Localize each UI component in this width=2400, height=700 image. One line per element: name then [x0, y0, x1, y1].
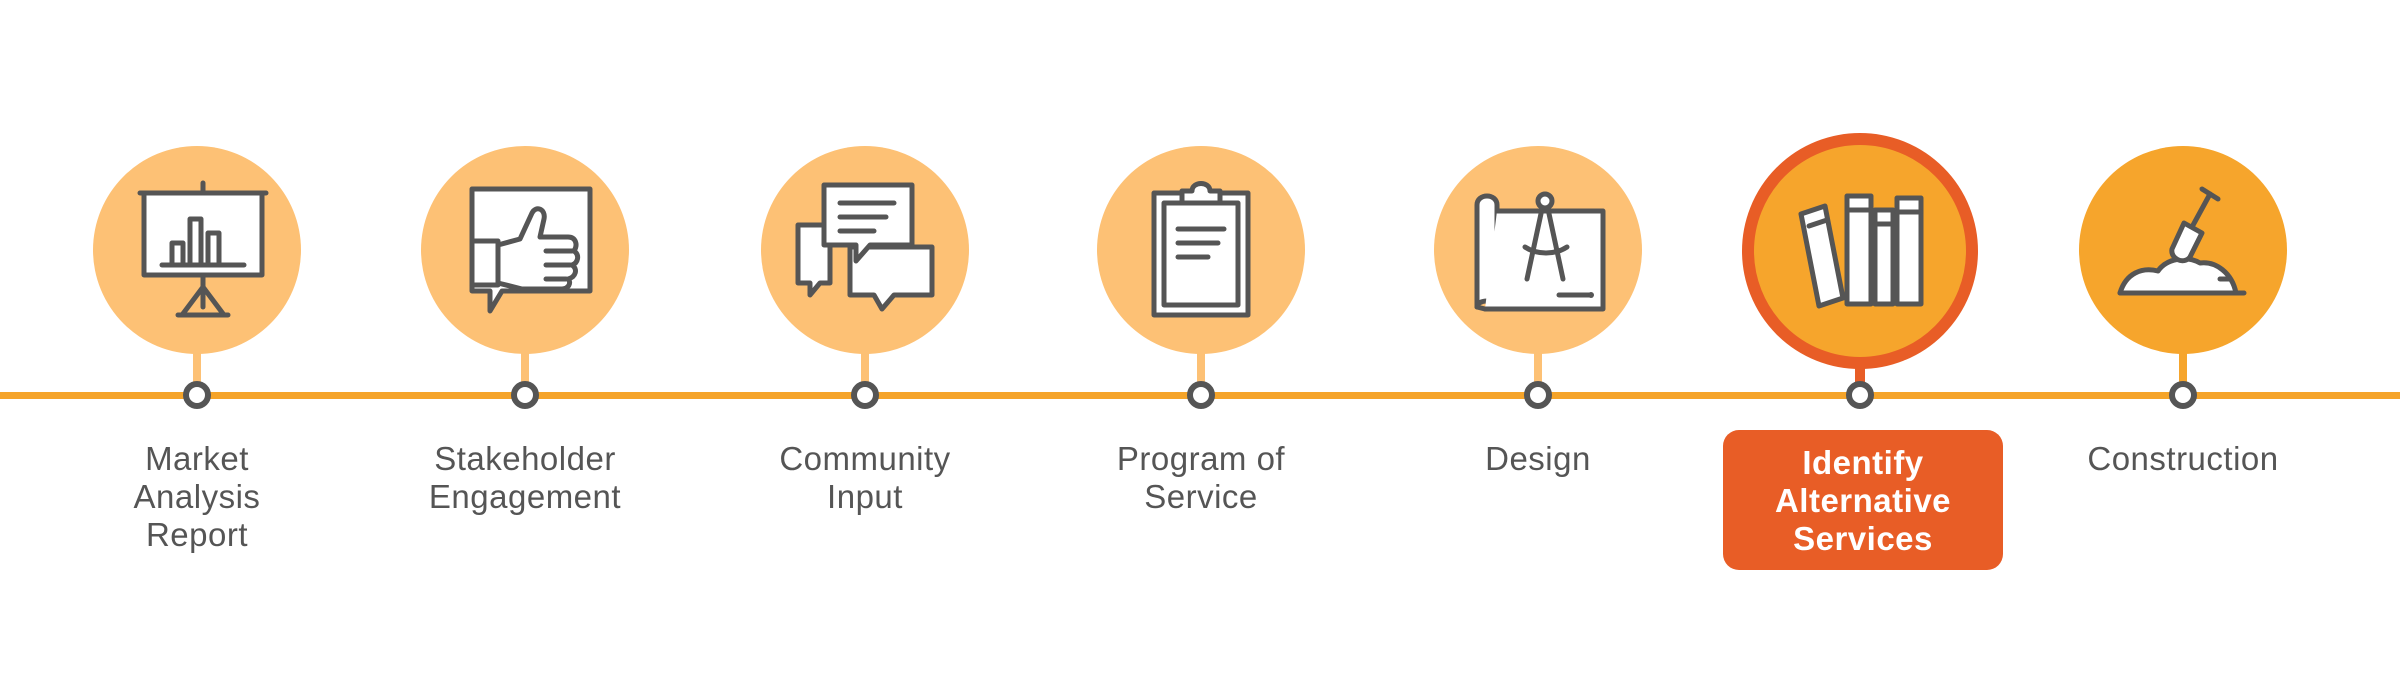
- timeline-node: [1187, 381, 1215, 409]
- step-icon-circle: [761, 146, 969, 354]
- thumbs-up-icon: [469, 186, 593, 314]
- step-design: Design: [1388, 0, 1688, 700]
- clipboard-icon: [1151, 181, 1251, 318]
- chat-bubbles-icon: [795, 182, 935, 312]
- step-connector: [1197, 340, 1205, 384]
- step-label-active: Identify Alternative Services: [1723, 430, 2003, 570]
- step-connector: [193, 340, 201, 384]
- timeline-node: [1524, 381, 1552, 409]
- step-program-of-service: Program of Service: [1051, 0, 1351, 700]
- step-icon-circle-active: [1742, 133, 1978, 369]
- shovel-icon: [2117, 186, 2247, 296]
- step-market-analysis-report: Market Analysis Report: [47, 0, 347, 700]
- timeline-node-active: [1846, 381, 1874, 409]
- step-label: Stakeholder Engagement: [428, 440, 622, 515]
- step-label: Design: [1485, 440, 1591, 477]
- step-label: Market Analysis Report: [133, 440, 261, 553]
- step-icon-circle: [421, 146, 629, 354]
- step-stakeholder-engagement: Stakeholder Engagement: [375, 0, 675, 700]
- step-connector: [1534, 340, 1542, 384]
- step-icon-circle: [93, 146, 301, 354]
- step-connector: [861, 340, 869, 384]
- presentation-chart-icon: [137, 180, 269, 318]
- timeline-node: [2169, 381, 2197, 409]
- books-icon: [1798, 193, 1924, 309]
- step-connector: [2179, 340, 2187, 384]
- step-connector: [521, 340, 529, 384]
- step-label: Community Input: [779, 440, 951, 515]
- step-community-input: Community Input: [715, 0, 1015, 700]
- step-icon-circle: [1434, 146, 1642, 354]
- step-icon-circle: [1097, 146, 1305, 354]
- timeline-node: [183, 381, 211, 409]
- blueprint-compass-icon: [1474, 191, 1606, 312]
- timeline-node: [851, 381, 879, 409]
- step-label: Construction: [2087, 440, 2279, 477]
- step-label: Program of Service: [1116, 440, 1286, 515]
- step-construction: Construction: [2033, 0, 2333, 700]
- step-icon-circle: [2079, 146, 2287, 354]
- step-identify-alternative-services: Identify Alternative Services: [1710, 0, 2010, 700]
- timeline-node: [511, 381, 539, 409]
